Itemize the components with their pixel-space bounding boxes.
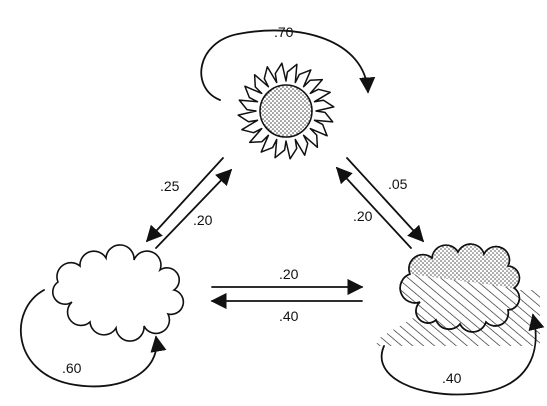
arrow-sun-to-sun (200, 29, 376, 101)
arrow-rain-to-rain (380, 313, 545, 396)
arrow-cloud-to-cloud (20, 289, 167, 388)
label-cloud-to-cloud: .60 (62, 360, 82, 376)
arrow-sun-to-rain (346, 157, 425, 243)
label-cloud-to-sun: .20 (193, 212, 213, 228)
label-sun-to-sun: .70 (274, 24, 294, 40)
cloud-icon (52, 244, 185, 342)
label-sun-to-rain: .05 (388, 176, 408, 192)
label-cloud-to-rain: .20 (279, 266, 299, 282)
label-rain-to-sun: .20 (353, 208, 373, 224)
sun-icon (237, 62, 335, 160)
label-sun-to-cloud: .25 (160, 178, 180, 194)
arrow-rain-to-sun (335, 166, 412, 249)
label-rain-to-rain: .40 (442, 370, 462, 386)
rain-cloud-icon (366, 243, 540, 346)
label-rain-to-cloud: .40 (279, 308, 299, 324)
arrow-sun-to-cloud (145, 157, 224, 243)
arrow-cloud-to-sun (155, 168, 233, 249)
